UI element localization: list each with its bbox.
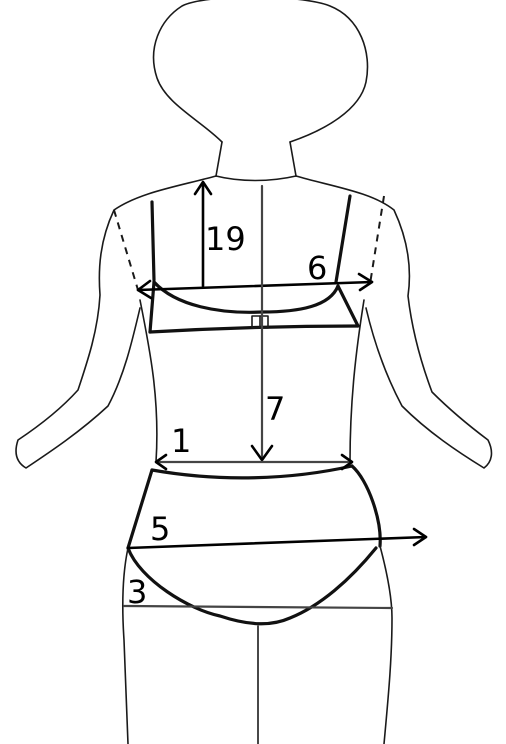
briefs-waistband — [152, 466, 352, 478]
right-armhole-dashed — [370, 196, 384, 284]
bra-right-strap — [336, 196, 350, 282]
label-back-waist-length: 7 — [265, 390, 285, 428]
bra-left-strap — [152, 202, 154, 280]
left-armhole-dashed — [114, 210, 138, 290]
label-waist: 1 — [171, 422, 191, 460]
right-shoulder-arm — [296, 176, 491, 468]
neck-outline — [216, 142, 296, 176]
measure-line-thigh — [124, 606, 392, 608]
briefs-left-edge — [128, 470, 152, 548]
briefs-leg-opening — [128, 548, 376, 624]
label-thigh: 3 — [127, 573, 147, 611]
right-hip-leg — [380, 546, 392, 744]
bra-band-right-edge — [338, 286, 358, 326]
head-outline — [154, 0, 368, 142]
briefs-right-edge — [352, 466, 380, 546]
label-back-length: 19 — [205, 220, 246, 258]
label-hip: 5 — [150, 510, 170, 548]
torso-left-side — [140, 300, 157, 462]
collar-outline — [216, 176, 296, 181]
label-shoulder-width: 6 — [307, 249, 327, 287]
bra-band-bottom — [150, 326, 358, 332]
